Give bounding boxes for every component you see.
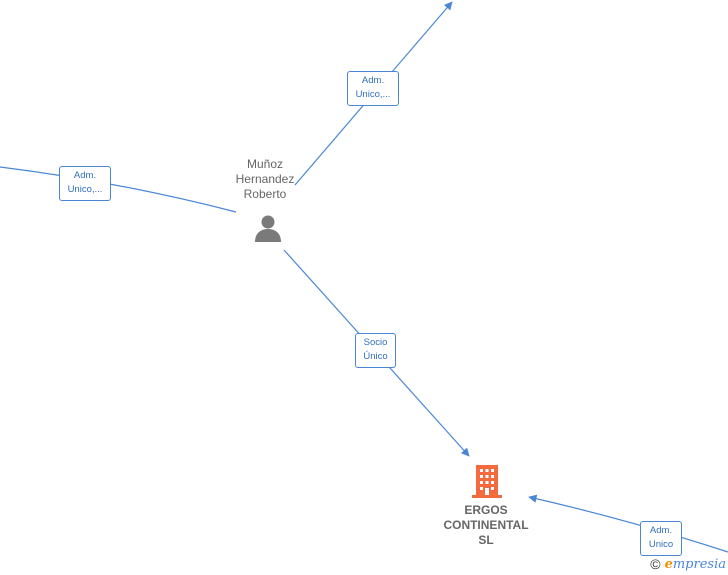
edge-label-socio[interactable]: Socio Único	[355, 333, 396, 368]
edge-label-left[interactable]: Adm. Unico,...	[59, 166, 111, 201]
person-name-line2: Hernandez	[235, 172, 295, 186]
person-name-line3: Roberto	[243, 187, 287, 201]
building-icon[interactable]	[472, 463, 502, 499]
company-name-line2: CONTINENTAL	[443, 518, 529, 532]
brand-initial: e	[664, 556, 673, 572]
company-node-label[interactable]: ERGOS CONTINENTAL SL	[426, 503, 546, 548]
empresia-watermark: © empresia	[650, 556, 726, 572]
person-node-label[interactable]: Muñoz Hernandez Roberto	[215, 157, 315, 202]
edge-label-top-line2: Unico,...	[355, 89, 391, 100]
company-name-line3: SL	[478, 533, 494, 547]
brand-rest: mpresia	[672, 556, 726, 572]
edge-left	[0, 166, 237, 213]
edge-label-left-line1: Adm.	[73, 170, 97, 181]
edge-bottom-right	[528, 494, 728, 553]
person-name-line1: Muñoz	[246, 157, 284, 171]
edge-label-bottom-right-line1: Adm.	[649, 525, 673, 536]
edge-label-top[interactable]: Adm. Unico,...	[347, 71, 399, 106]
brand-logo: empresia	[665, 557, 726, 572]
company-name-line1: ERGOS	[464, 503, 508, 517]
edge-label-bottom-right-line2: Unico	[648, 539, 674, 550]
edge-label-socio-line1: Socio	[363, 337, 388, 348]
edge-label-top-line1: Adm.	[361, 75, 385, 86]
edge-label-bottom-right[interactable]: Adm. Unico	[640, 521, 682, 556]
copyright-symbol: ©	[650, 556, 661, 572]
edge-label-socio-line2: Único	[363, 351, 388, 362]
edge-label-left-line2: Unico,...	[67, 184, 103, 195]
person-icon[interactable]	[253, 213, 283, 243]
